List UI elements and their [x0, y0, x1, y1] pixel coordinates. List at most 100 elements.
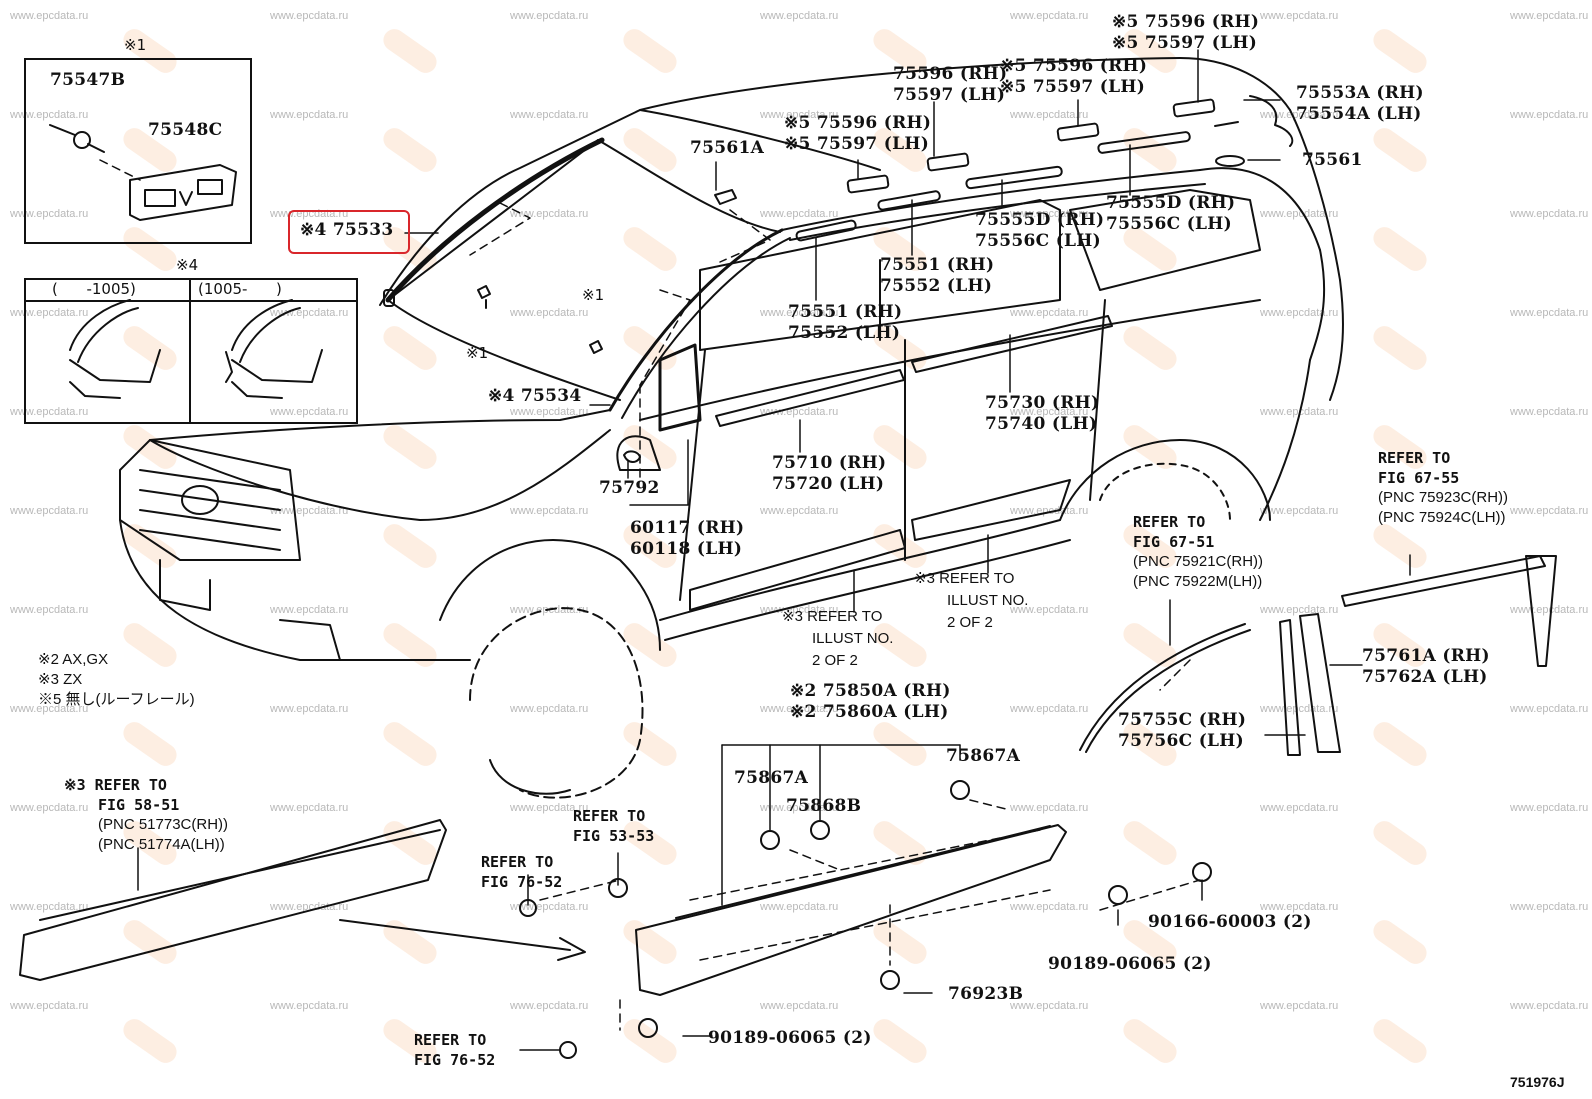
refer-fig-58-51[interactable]: ※3 REFER TO FIG 58-51 (PNC 51773C(RH)) (… [64, 776, 229, 853]
part-label-75596-rear2[interactable]: ※5 75596 (RH) ※5 75597 (LH) [1112, 12, 1260, 53]
refer-fig-76-52-upper[interactable]: REFER TO FIG 76-52 [481, 853, 563, 891]
watermark-text: www.epcdata.ru [1510, 802, 1589, 814]
refer-fig-53-53[interactable]: REFER TO FIG 53-53 [573, 807, 655, 845]
part-label-60117[interactable]: 60117 (RH) 60118 (LH) [630, 518, 745, 559]
watermark-text: www.epcdata.ru [1260, 307, 1339, 319]
watermark-text: www.epcdata.ru [760, 604, 839, 616]
part-label-75548C[interactable]: 75548C [148, 120, 223, 140]
refer-fig-67-55[interactable]: REFER TO FIG 67-55 (PNC 75923C(RH)) (PNC… [1378, 449, 1509, 526]
watermark-text: www.epcdata.ru [1510, 208, 1589, 220]
watermark-text: www.epcdata.ru [760, 901, 839, 913]
part-label-75710[interactable]: 75710 (RH) 75720 (LH) [772, 453, 887, 494]
clip-inset-box [24, 58, 252, 244]
part-label-75555D-rear[interactable]: 75555D (RH) 75556C (LH) [1106, 193, 1236, 234]
watermark-text: www.epcdata.ru [1510, 901, 1589, 913]
watermark-text: www.epcdata.ru [10, 10, 89, 22]
watermark-text: www.epcdata.ru [270, 802, 349, 814]
refer-fig-76-52-lower[interactable]: REFER TO FIG 76-52 [414, 1031, 496, 1069]
rear-window-mouldings [1079, 555, 1557, 756]
watermark-text: www.epcdata.ru [270, 1000, 349, 1012]
part-label-75850A[interactable]: ※2 75850A (RH) ※2 75860A (LH) [790, 681, 951, 722]
refer-fig-67-51[interactable]: REFER TO FIG 67-51 (PNC 75921C(RH)) (PNC… [1133, 513, 1264, 590]
watermark-text: www.epcdata.ru [1510, 1000, 1589, 1012]
watermark-text: www.epcdata.ru [760, 307, 839, 319]
watermark-text: www.epcdata.ru [1260, 208, 1339, 220]
watermark-text: www.epcdata.ru [760, 1000, 839, 1012]
watermark-text: www.epcdata.ru [760, 109, 839, 121]
watermark-text: www.epcdata.ru [510, 1000, 589, 1012]
watermark-text: www.epcdata.ru [760, 406, 839, 418]
rocker-panels [19, 780, 1212, 1059]
refer-illust-note-a: ※3 REFER TO ILLUST NO. 2 OF 2 [782, 608, 894, 669]
watermark-text: www.epcdata.ru [10, 109, 89, 121]
watermark-text: www.epcdata.ru [1260, 703, 1339, 715]
watermark-text: www.epcdata.ru [10, 505, 89, 517]
part-label-75551-upper[interactable]: 75551 (RH) 75552 (LH) [880, 255, 995, 296]
watermark-text: www.epcdata.ru [10, 307, 89, 319]
part-label-75533[interactable]: ※4 75533 [300, 220, 394, 240]
watermark-text: www.epcdata.ru [1510, 703, 1589, 715]
watermark-text: www.epcdata.ru [270, 604, 349, 616]
watermark-text: www.epcdata.ru [1260, 802, 1339, 814]
watermark-text: www.epcdata.ru [1510, 10, 1589, 22]
clip-mark-a: ※1 [466, 344, 489, 362]
watermark-text: www.epcdata.ru [10, 208, 89, 220]
part-label-75761A[interactable]: 75761A (RH) 75762A (LH) [1362, 646, 1490, 687]
part-label-75561A[interactable]: 75561A [690, 138, 765, 158]
illustration-number: 751976J [1510, 1074, 1565, 1090]
part-label-75730[interactable]: 75730 (RH) 75740 (LH) [985, 393, 1100, 434]
part-label-75868B[interactable]: 75868B [786, 796, 862, 816]
watermark-text: www.epcdata.ru [10, 703, 89, 715]
watermark-text: www.epcdata.ru [1260, 901, 1339, 913]
watermark-text: www.epcdata.ru [760, 208, 839, 220]
watermark-text: www.epcdata.ru [510, 10, 589, 22]
watermark-text: www.epcdata.ru [1260, 604, 1339, 616]
part-label-90166[interactable]: 90166-60003 (2) [1148, 912, 1312, 932]
part-label-75792[interactable]: 75792 [599, 478, 660, 498]
part-label-75867A-right[interactable]: 75867A [946, 746, 1021, 766]
watermark-text: www.epcdata.ru [270, 703, 349, 715]
clip-box-mark: ※1 [124, 36, 147, 54]
watermark-text: www.epcdata.ru [10, 802, 89, 814]
watermark-text: www.epcdata.ru [760, 802, 839, 814]
watermark-text: www.epcdata.ru [1510, 109, 1589, 121]
watermark-text: www.epcdata.ru [760, 703, 839, 715]
refer-illust-note-b: ※3 REFER TO ILLUST NO. 2 OF 2 [914, 570, 1029, 631]
part-label-75596-rear1[interactable]: ※5 75596 (RH) ※5 75597 (LH) [1000, 56, 1148, 97]
part-label-75551-lower[interactable]: 75551 (RH) 75552 (LH) [788, 302, 903, 343]
roof-mouldings [383, 95, 1294, 463]
watermark-text: www.epcdata.ru [1010, 307, 1089, 319]
watermark-text: www.epcdata.ru [1510, 307, 1589, 319]
part-label-75534[interactable]: ※4 75534 [488, 386, 582, 406]
part-label-90189-right[interactable]: 90189-06065 (2) [1048, 954, 1212, 974]
watermark-text: www.epcdata.ru [1010, 802, 1089, 814]
watermark-text: www.epcdata.ru [270, 109, 349, 121]
part-label-75553A[interactable]: 75553A (RH) 75554A (LH) [1296, 83, 1424, 124]
part-label-75547B[interactable]: 75547B [50, 70, 126, 90]
watermark-text: www.epcdata.ru [1260, 505, 1339, 517]
part-label-75555D-front[interactable]: 75555D (RH) 75556C (LH) [975, 210, 1105, 251]
part-label-90189-bottom[interactable]: 90189-06065 (2) [708, 1028, 872, 1048]
watermark-text: www.epcdata.ru [270, 10, 349, 22]
watermark-text: www.epcdata.ru [270, 505, 349, 517]
watermark-text: www.epcdata.ru [1260, 109, 1339, 121]
legend: ※2 AX,GX ※3 ZX ※5 無し(ルーフレール) [38, 651, 195, 708]
part-label-75596-front[interactable]: ※5 75596 (RH) ※5 75597 (LH) [784, 113, 932, 154]
windshield-box-column-divider [189, 278, 191, 422]
part-label-75561[interactable]: 75561 [1302, 150, 1363, 170]
watermark-text: www.epcdata.ru [1010, 703, 1089, 715]
part-label-76923B[interactable]: 76923B [948, 984, 1024, 1004]
part-label-75867A-left[interactable]: 75867A [734, 768, 809, 788]
assembly-dash-lines [99, 159, 1201, 1031]
watermark-text: www.epcdata.ru [510, 307, 589, 319]
windshield-col-header-late: (1005- ) [198, 280, 282, 298]
part-label-75596-mid[interactable]: 75596 (RH) 75597 (LH) [893, 64, 1008, 105]
watermark-text: www.epcdata.ru [760, 505, 839, 517]
watermark-text: www.epcdata.ru [510, 406, 589, 418]
watermark-text: www.epcdata.ru [10, 406, 89, 418]
part-label-75755C[interactable]: 75755C (RH) 75756C (LH) [1118, 710, 1247, 751]
highlight-75533 [288, 210, 410, 254]
watermark-text: www.epcdata.ru [510, 901, 589, 913]
direction-arrow [339, 919, 586, 961]
